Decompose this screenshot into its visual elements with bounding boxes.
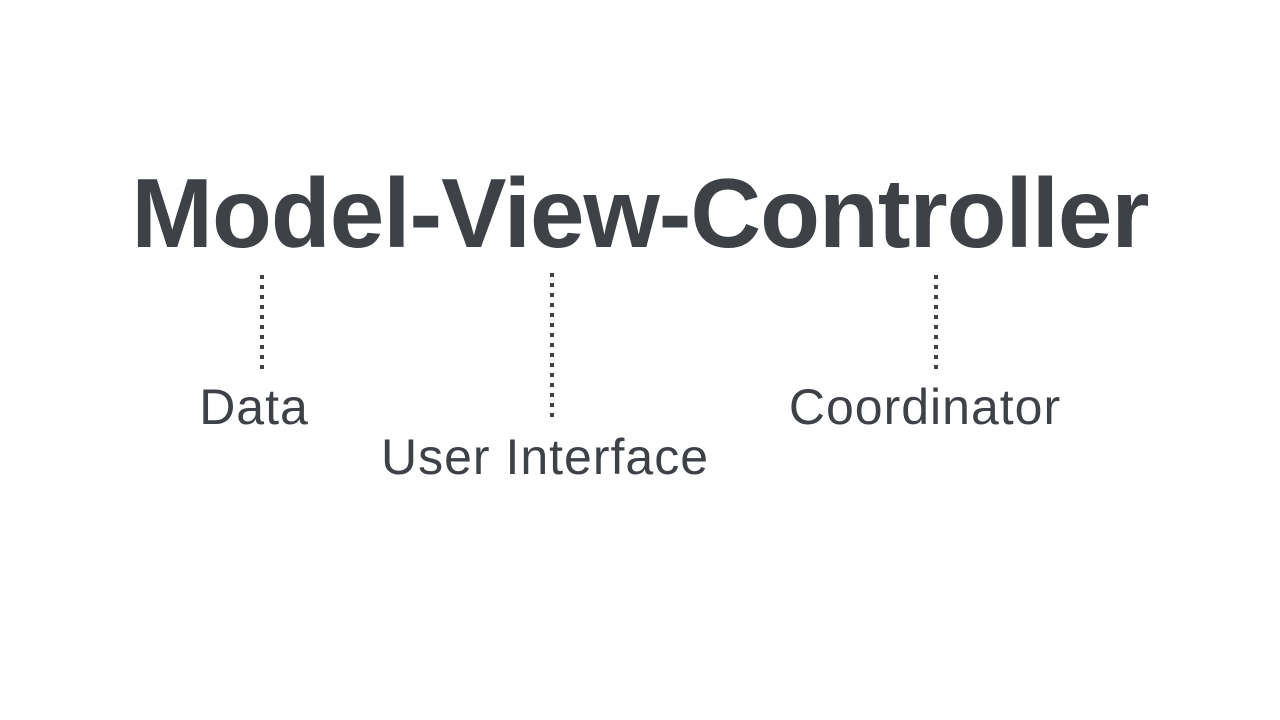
dotted-connector-view [550, 273, 554, 419]
label-controller-coordinator: Coordinator [788, 379, 1062, 435]
label-view-user-interface: User Interface [380, 429, 710, 485]
dotted-connector-controller [934, 275, 938, 371]
slide-title: Model-View-Controller [131, 158, 1149, 268]
dotted-connector-model [260, 275, 264, 369]
label-model-data: Data [199, 379, 309, 435]
